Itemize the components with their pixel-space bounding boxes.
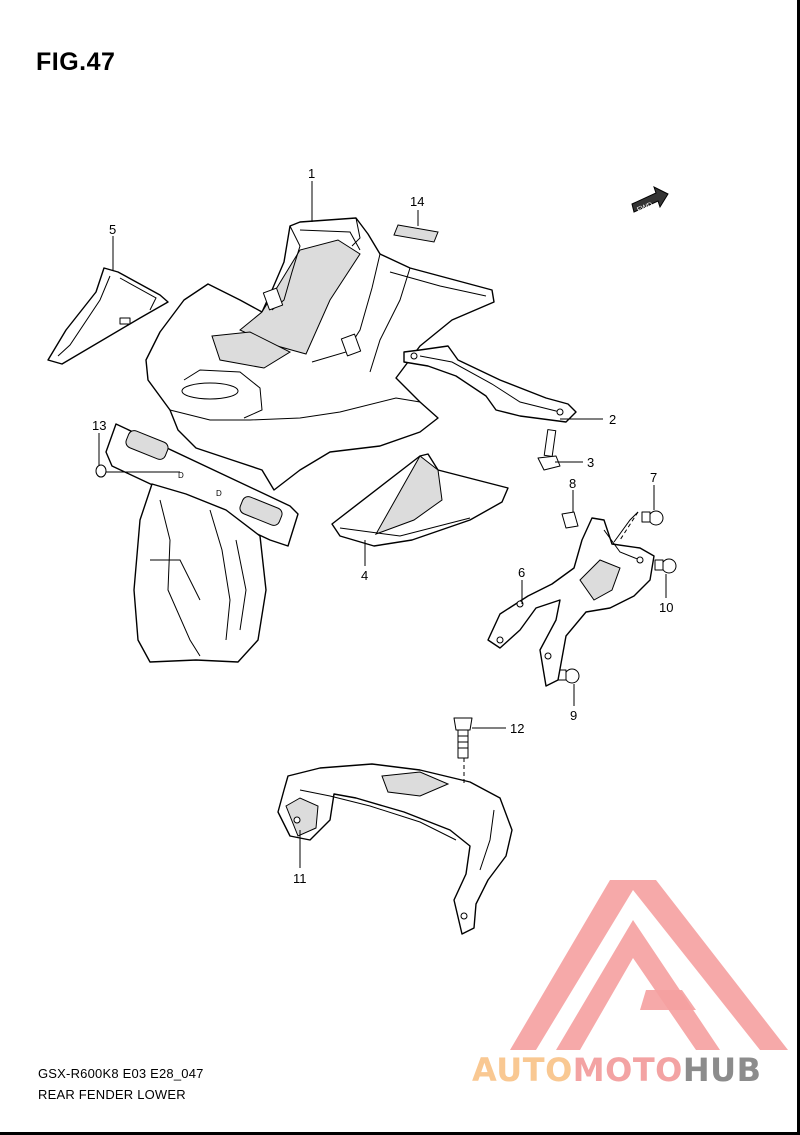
watermark-moto: MOTO	[572, 1051, 683, 1089]
callout-numbers: 1 2 3 4 5 6 7 8 9 10 11 12 13 14	[92, 166, 673, 886]
footer-model-code: GSX-R600K8 E03 E28_047	[38, 1066, 204, 1081]
callout-2: 2	[609, 412, 616, 427]
part-8-nut	[561, 511, 579, 529]
callout-5: 5	[109, 222, 116, 237]
callout-14: 14	[410, 194, 424, 209]
callout-7: 7	[650, 470, 657, 485]
callout-9: 9	[570, 708, 577, 723]
stamp-d-2: D	[216, 489, 222, 498]
part-10-bolt	[654, 558, 677, 574]
callout-12: 12	[510, 721, 524, 736]
part-2-bracket	[403, 345, 577, 423]
callout-6: 6	[518, 565, 525, 580]
callout-13: 13	[92, 418, 106, 433]
part-11-lower-cover	[277, 763, 513, 935]
part-1-rear-fender	[145, 217, 495, 491]
callout-3: 3	[587, 455, 594, 470]
watermark-brand-text: AUTOMOTOHUB	[472, 1051, 762, 1089]
stamp-d-1: D	[178, 471, 184, 480]
part-1-mudguard	[133, 483, 267, 663]
callout-11: 11	[293, 871, 307, 886]
figure-title: FIG.47	[36, 48, 116, 76]
part-13-license-bracket: D D	[95, 423, 299, 547]
callout-1: 1	[308, 166, 315, 181]
part-5-side-cover	[47, 267, 169, 365]
part-6-bracket	[487, 511, 655, 687]
part-7-bolt	[641, 510, 664, 526]
leader-lines	[98, 181, 667, 868]
automotohub-logo-icon	[510, 880, 788, 1050]
footer-section-name: REAR FENDER LOWER	[38, 1087, 186, 1102]
watermark-hub: HUB	[682, 1051, 762, 1089]
callout-4: 4	[361, 568, 368, 583]
part-9-bolt	[557, 668, 580, 684]
bottom-border	[0, 1132, 800, 1135]
part-3-bolt	[537, 429, 561, 471]
part-14-label-sticker	[393, 224, 439, 243]
callout-8: 8	[569, 476, 576, 491]
fwd-arrow-icon: FWD	[631, 186, 669, 214]
watermark-auto: AUTO	[472, 1051, 573, 1089]
part-12-bolt	[453, 717, 473, 759]
callout-10: 10	[659, 600, 673, 615]
part-4-inner-panel	[331, 453, 509, 547]
right-border	[797, 0, 800, 1135]
